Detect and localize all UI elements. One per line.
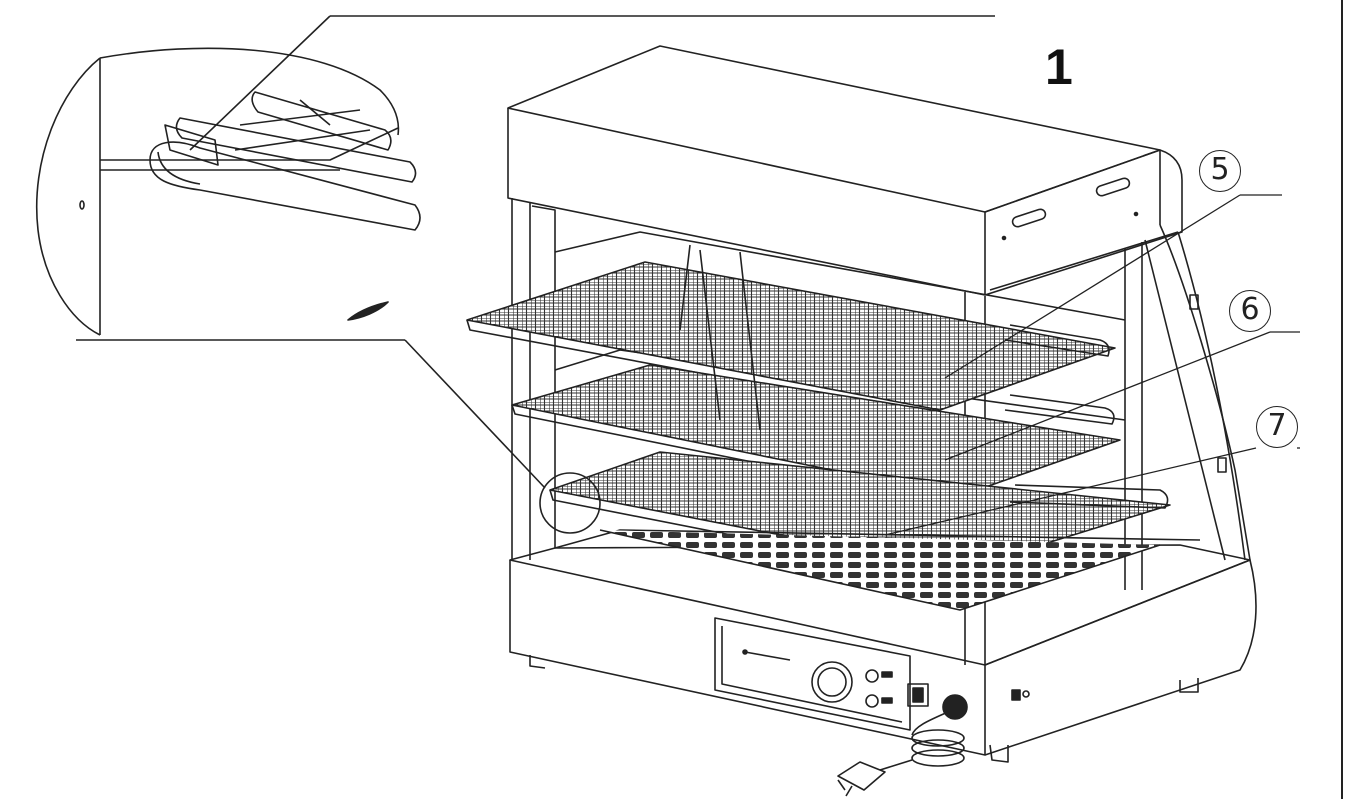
callout-leaders bbox=[884, 194, 1300, 536]
page-border-right bbox=[1341, 0, 1343, 799]
callout-6: 6 bbox=[1229, 290, 1271, 332]
callout-5: 5 bbox=[1199, 150, 1241, 192]
cord-grommet bbox=[942, 694, 968, 720]
indicator-light-upper bbox=[865, 669, 879, 683]
heater-top-box bbox=[507, 45, 1183, 296]
detail-magnifier bbox=[539, 472, 601, 534]
cabinet-base bbox=[509, 529, 1257, 763]
power-plug-icon bbox=[837, 711, 965, 797]
figure-number: 1 bbox=[1045, 39, 1073, 95]
temperature-knob bbox=[811, 661, 853, 703]
detail-inset bbox=[35, 15, 995, 489]
callout-7: 7 bbox=[1256, 406, 1298, 448]
control-panel bbox=[714, 617, 911, 731]
indicator-light-lower bbox=[865, 694, 879, 708]
rocker-switch bbox=[907, 683, 929, 707]
